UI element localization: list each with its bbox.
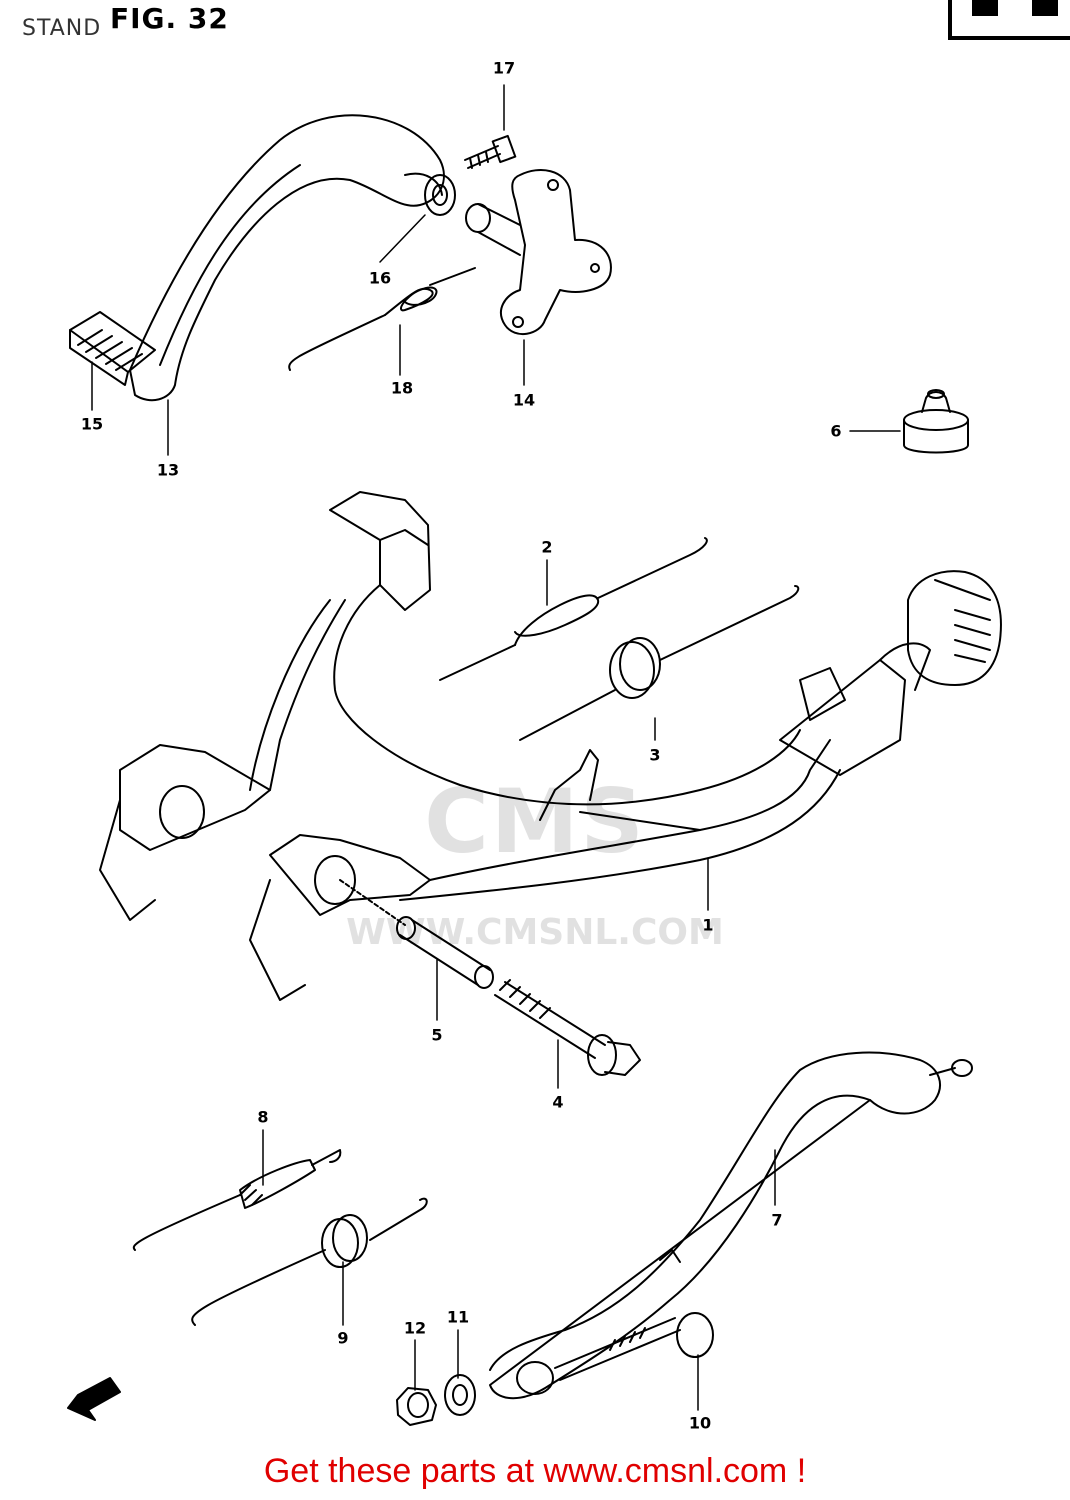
stopper-6 bbox=[903, 389, 969, 454]
front-arrow-icon bbox=[67, 1377, 121, 1421]
leader-lines bbox=[91, 84, 901, 1411]
callout-16: 16 bbox=[368, 268, 392, 288]
callout-13: 13 bbox=[156, 460, 180, 480]
spring-9 bbox=[191, 1197, 428, 1326]
callout-7: 7 bbox=[771, 1210, 783, 1230]
figure-number: FIG. 32 bbox=[110, 2, 229, 35]
watermark-url: WWW.CMSNL.COM bbox=[346, 912, 724, 953]
page-corner-mark bbox=[948, 0, 1070, 40]
corner-mark-block bbox=[1032, 0, 1058, 16]
callout-17: 17 bbox=[492, 58, 516, 78]
callout-14: 14 bbox=[512, 390, 536, 410]
corner-mark-block bbox=[972, 0, 998, 16]
callout-5: 5 bbox=[431, 1025, 443, 1045]
spring-2 bbox=[439, 537, 708, 681]
bracket-14 bbox=[465, 169, 612, 335]
bolt-4 bbox=[494, 979, 641, 1076]
pedal-rubber-15 bbox=[69, 311, 156, 386]
callout-9: 9 bbox=[337, 1328, 349, 1348]
callout-6: 6 bbox=[830, 421, 842, 441]
lever-13 bbox=[129, 114, 445, 402]
callout-18: 18 bbox=[390, 378, 414, 398]
footer-link-text[interactable]: Get these parts at www.cmsnl.com ! bbox=[263, 1452, 807, 1490]
bolt-10 bbox=[554, 1312, 714, 1381]
callout-12: 12 bbox=[403, 1318, 427, 1338]
watermark-logo: CMS bbox=[424, 770, 646, 873]
callout-10: 10 bbox=[688, 1413, 712, 1433]
nut-12 bbox=[396, 1387, 437, 1426]
callout-3: 3 bbox=[649, 745, 661, 765]
callout-1: 1 bbox=[702, 915, 714, 935]
stand-foot-rubber bbox=[907, 570, 1002, 686]
main-stand-1 bbox=[99, 491, 931, 1001]
callout-15: 15 bbox=[80, 414, 104, 434]
callout-8: 8 bbox=[257, 1107, 269, 1127]
ring-16 bbox=[424, 174, 456, 216]
section-title: STAND bbox=[22, 16, 102, 41]
callout-2: 2 bbox=[541, 537, 553, 557]
pivot-pipe-5 bbox=[339, 879, 494, 989]
callout-11: 11 bbox=[446, 1307, 470, 1327]
spring-8 bbox=[132, 1149, 342, 1251]
washer-11 bbox=[444, 1374, 476, 1416]
bolt-17 bbox=[464, 134, 517, 169]
spring-18 bbox=[288, 267, 476, 371]
side-stand-7 bbox=[489, 1051, 973, 1400]
spring-3 bbox=[519, 585, 800, 741]
callout-4: 4 bbox=[552, 1092, 564, 1112]
